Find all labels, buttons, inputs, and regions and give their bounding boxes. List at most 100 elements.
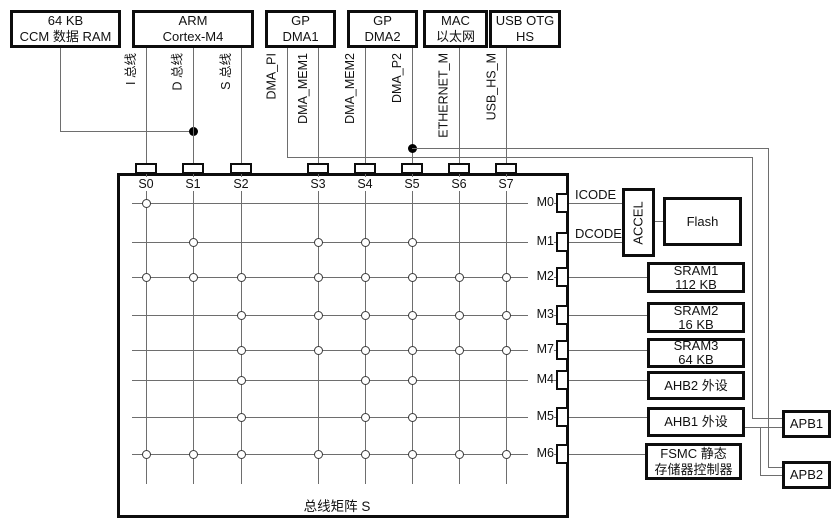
box-dma2-line2: DMA2 bbox=[364, 29, 401, 44]
label-icode: ICODE bbox=[575, 187, 617, 202]
grid-col-S2 bbox=[241, 174, 242, 484]
bus-label-dma-mem1: DMA_MEM1 bbox=[296, 53, 310, 124]
box-sram2-line2: 16 KB bbox=[678, 316, 714, 332]
crosspoint-M2-S4 bbox=[361, 273, 370, 282]
line-m3-sram2 bbox=[569, 315, 647, 316]
s-slot-label-S2: S2 bbox=[228, 177, 254, 191]
box-mac-line1: MAC bbox=[441, 13, 470, 28]
crosspoint-M2-S2 bbox=[237, 273, 246, 282]
bus-label-dma-p2: DMA_P2 bbox=[390, 53, 404, 104]
crosspoint-M6-S0 bbox=[142, 450, 151, 459]
m-slot-label-M6: M6 bbox=[528, 446, 554, 461]
s-slot-S5 bbox=[401, 163, 423, 174]
box-arm-cortex-m4: ARM Cortex-M4 bbox=[132, 10, 254, 48]
m-slot-label-M2: M2 bbox=[528, 269, 554, 284]
s-slot-S0 bbox=[135, 163, 157, 174]
m-slot-label-M1: M1 bbox=[528, 234, 554, 249]
crosspoint-M2-S0 bbox=[142, 273, 151, 282]
crosspoint-M0-S0 bbox=[142, 199, 151, 208]
crosspoint-M1-S3 bbox=[314, 238, 323, 247]
box-accel-label: ACCEL bbox=[630, 200, 646, 245]
crosspoint-M1-S1 bbox=[189, 238, 198, 247]
line-m7-sram3 bbox=[569, 350, 647, 351]
line-ahb1-apb2 bbox=[760, 475, 782, 476]
line-dma-pi-run bbox=[287, 157, 753, 158]
line-usb-hs-m bbox=[506, 48, 507, 163]
crosspoint-M3-S7 bbox=[502, 311, 511, 320]
box-gp-dma2: GP DMA2 bbox=[347, 10, 418, 48]
crosspoint-M7-S5 bbox=[408, 346, 417, 355]
line-ccm-branch bbox=[60, 131, 194, 132]
line-dma-mem1 bbox=[318, 48, 319, 163]
crosspoint-M6-S3 bbox=[314, 450, 323, 459]
line-ccm-drop bbox=[60, 48, 61, 132]
bus-matrix-label: 总线矩阵 S bbox=[303, 499, 371, 514]
crosspoint-M5-S5 bbox=[408, 413, 417, 422]
line-dma-p2-down bbox=[768, 148, 769, 467]
m-slot-M4 bbox=[556, 370, 569, 390]
crosspoint-M2-S3 bbox=[314, 273, 323, 282]
box-usb-line2: HS bbox=[515, 29, 535, 44]
crosspoint-M2-S1 bbox=[189, 273, 198, 282]
s-slot-S3 bbox=[307, 163, 329, 174]
crosspoint-M7-S6 bbox=[455, 346, 464, 355]
crosspoint-M7-S7 bbox=[502, 346, 511, 355]
grid-col-S0 bbox=[146, 174, 147, 484]
box-sram3-line1: SRAM3 bbox=[673, 338, 719, 353]
grid-col-S5 bbox=[412, 174, 413, 484]
crosspoint-M1-S5 bbox=[408, 238, 417, 247]
crosspoint-M3-S5 bbox=[408, 311, 417, 320]
box-fsmc-line1: FSMC 静态 bbox=[660, 445, 727, 461]
bus-label-i-bus: I 总线 bbox=[124, 53, 138, 85]
box-ccm-ram-line2: CCM 数据 RAM bbox=[19, 29, 112, 44]
grid-row-M4 bbox=[132, 380, 556, 381]
box-ahb1-periph: AHB1 外设 bbox=[647, 407, 745, 437]
crosspoint-M5-S2 bbox=[237, 413, 246, 422]
crosspoint-M6-S1 bbox=[189, 450, 198, 459]
s-slot-label-S1: S1 bbox=[180, 177, 206, 191]
box-ahb2-label: AHB2 外设 bbox=[664, 377, 728, 393]
line-dma-pi-down bbox=[752, 157, 753, 418]
crosspoint-M3-S2 bbox=[237, 311, 246, 320]
box-sram1-line1: SRAM1 bbox=[673, 262, 719, 278]
m-slot-M6 bbox=[556, 444, 569, 464]
s-slot-S2 bbox=[230, 163, 252, 174]
label-dcode: DCODE bbox=[575, 226, 622, 241]
crosspoint-M6-S6 bbox=[455, 450, 464, 459]
bus-label-usb-hs-m: USB_HS_M bbox=[484, 53, 498, 121]
s-slot-label-S0: S0 bbox=[133, 177, 159, 191]
box-usb-line1: USB OTG bbox=[495, 13, 555, 28]
crosspoint-M6-S2 bbox=[237, 450, 246, 459]
line-m6-fsmc bbox=[569, 454, 645, 455]
m-slot-M5 bbox=[556, 407, 569, 427]
grid-col-S1 bbox=[193, 174, 194, 484]
box-accel: ACCEL bbox=[622, 188, 655, 257]
line-dma-mem2 bbox=[365, 48, 366, 163]
crosspoint-M2-S5 bbox=[408, 273, 417, 282]
box-dma2-line1: GP bbox=[373, 13, 392, 28]
grid-row-M7 bbox=[132, 350, 556, 351]
line-ahb1-apb1 bbox=[745, 427, 782, 428]
line-i-bus bbox=[146, 48, 147, 163]
line-accel-flash bbox=[655, 221, 663, 222]
box-gp-dma1: GP DMA1 bbox=[265, 10, 336, 48]
crosspoint-M3-S4 bbox=[361, 311, 370, 320]
m-slot-label-M5: M5 bbox=[528, 409, 554, 424]
crosspoint-M7-S3 bbox=[314, 346, 323, 355]
box-sram3-line2: 64 KB bbox=[678, 352, 714, 367]
box-arm-line2: Cortex-M4 bbox=[162, 29, 224, 44]
line-m0-icode bbox=[569, 203, 622, 204]
grid-row-M5 bbox=[132, 417, 556, 418]
crosspoint-M6-S7 bbox=[502, 450, 511, 459]
crosspoint-M4-S5 bbox=[408, 376, 417, 385]
m-slot-M3 bbox=[556, 305, 569, 325]
crosspoint-M7-S2 bbox=[237, 346, 246, 355]
s-slot-label-S5: S5 bbox=[399, 177, 425, 191]
m-slot-M0 bbox=[556, 193, 569, 213]
box-mac-line2: 以太网 bbox=[435, 29, 475, 44]
box-apb1-label: APB1 bbox=[789, 416, 824, 431]
crosspoint-M4-S2 bbox=[237, 376, 246, 385]
s-slot-label-S4: S4 bbox=[352, 177, 378, 191]
crosspoint-M2-S6 bbox=[455, 273, 464, 282]
